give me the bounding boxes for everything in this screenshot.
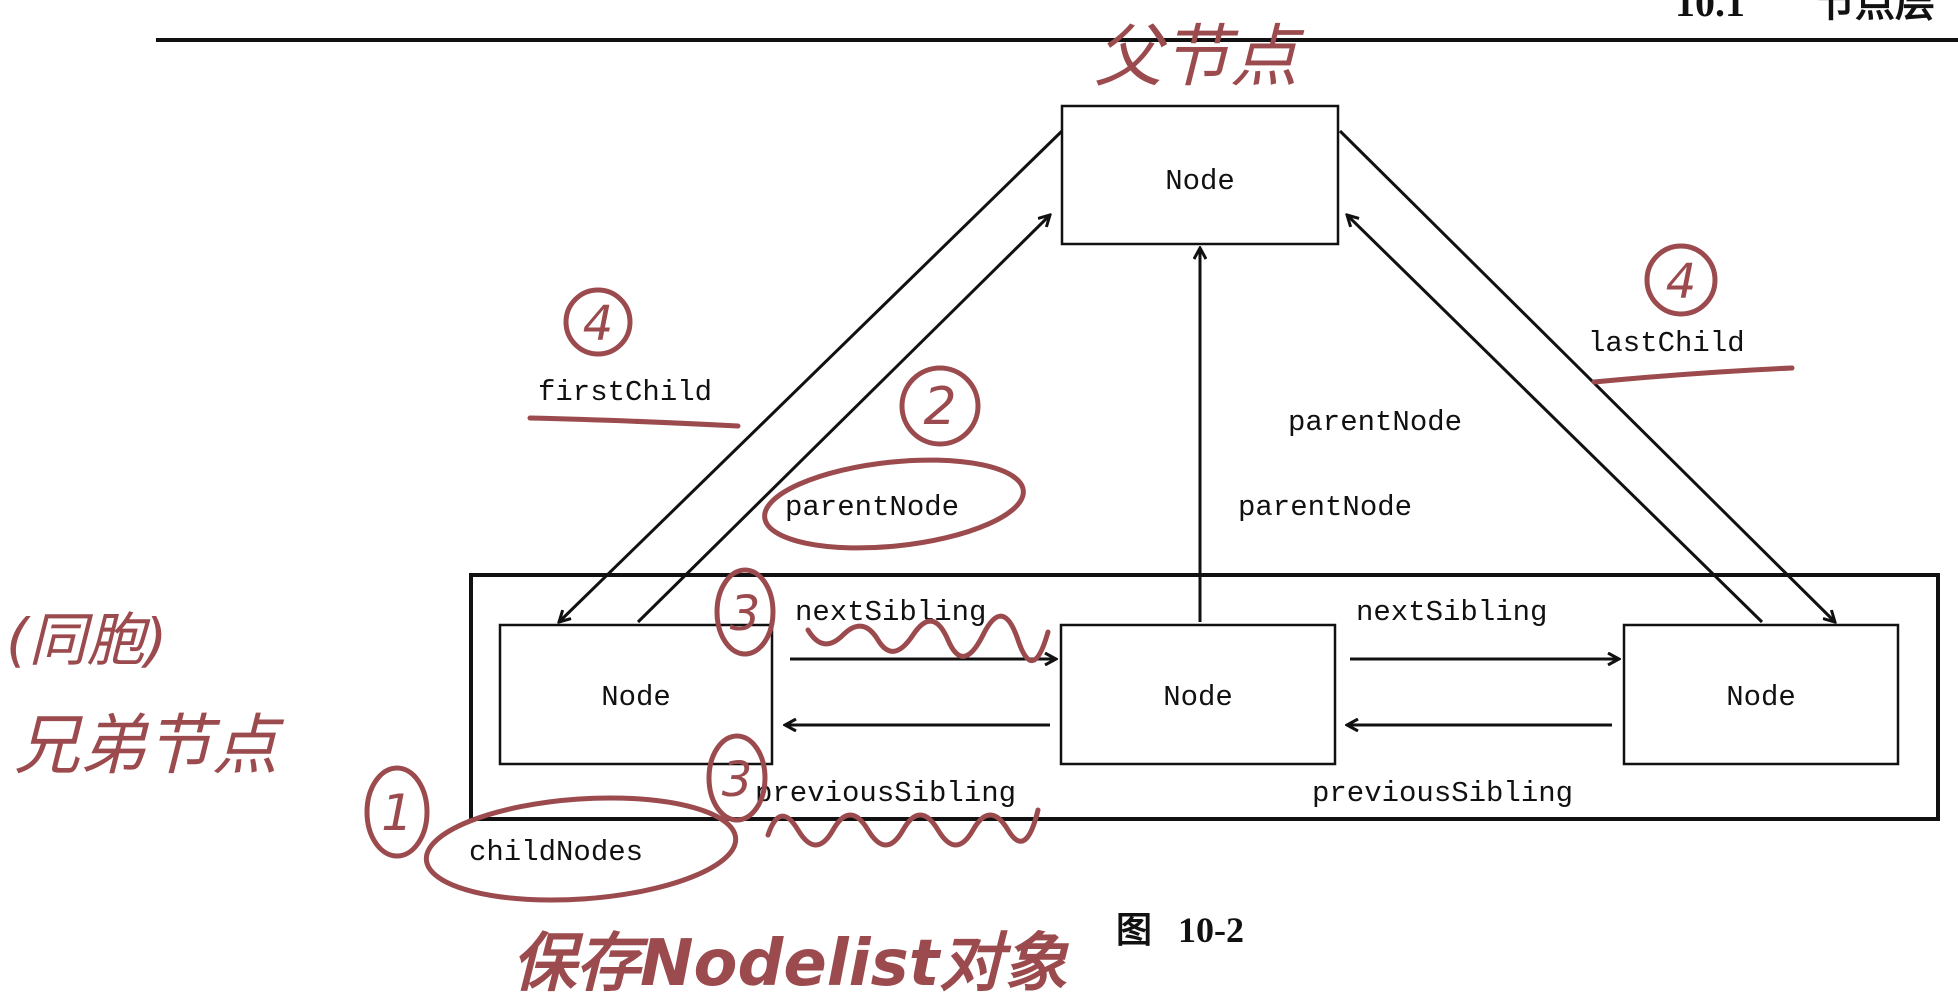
child-node-label-2: Node (1163, 681, 1233, 714)
next-sibling-label-1: nextSibling (795, 596, 986, 629)
parent-node-circle (762, 457, 1026, 551)
next-sibling-wavy-underline (805, 613, 1051, 664)
previous-sibling-label-1: previousSibling (755, 777, 1016, 810)
svg-text:4: 4 (583, 296, 614, 352)
parent-node-label-center: parentNode (1238, 491, 1412, 524)
figure-caption-prefix: 图 (1116, 910, 1152, 950)
child-nodes-circle (423, 795, 739, 903)
first-child-underline (527, 415, 741, 429)
parent-node-label-right: parentNode (1288, 406, 1462, 439)
previous-sibling-wavy-underline (765, 807, 1041, 848)
sibling-note-1: (同胞) (6, 606, 167, 674)
sibling-note-2: 兄弟节点 (14, 707, 285, 784)
child-node-box-2 (1059, 623, 1337, 766)
figure-caption-number: 10-2 (1178, 910, 1244, 950)
parent-node-label-left: parentNode (785, 491, 959, 524)
last-child-arrow (1338, 129, 1835, 622)
mark-3-next-sibling: 3 (714, 567, 776, 657)
svg-text:1: 1 (381, 784, 413, 842)
child-nodes-note: 保存Nodelist对象 (512, 927, 1069, 1000)
svg-text:3: 3 (730, 586, 761, 642)
first-child-label: firstChild (538, 376, 712, 409)
child-nodes-label: childNodes (469, 836, 643, 869)
previous-sibling-label-2: previousSibling (1312, 777, 1573, 810)
parent-node-label: Node (1165, 165, 1235, 198)
parent-node-box (1060, 104, 1340, 246)
last-child-underline (1591, 365, 1795, 385)
next-sibling-label-2: nextSibling (1356, 596, 1547, 629)
first-child-arrow (559, 129, 1064, 622)
mark-3-previous-sibling: 3 (706, 733, 768, 823)
parent-node-note: 父节点 (1094, 18, 1305, 97)
svg-text:2: 2 (923, 377, 956, 437)
last-child-label: lastChild (1588, 327, 1745, 360)
child-nodes-container (469, 573, 1940, 821)
header-title: 节点层 (1815, 0, 1935, 25)
svg-text:3: 3 (722, 752, 753, 808)
mark-1-child-nodes: 1 (364, 765, 430, 859)
svg-text:4: 4 (1666, 254, 1697, 310)
child-node-label-3: Node (1726, 681, 1796, 714)
parent-node-arrow-left (636, 215, 1050, 624)
parent-node-arrow-right (1347, 215, 1764, 624)
child-node-box-3 (1622, 623, 1900, 766)
mark-2-parent-node: 2 (899, 365, 981, 447)
header-section: 10.1 (1675, 0, 1745, 25)
mark-4-first-child: 4 (563, 287, 633, 357)
mark-4-last-child: 4 (1644, 243, 1718, 317)
child-node-label-1: Node (601, 681, 671, 714)
